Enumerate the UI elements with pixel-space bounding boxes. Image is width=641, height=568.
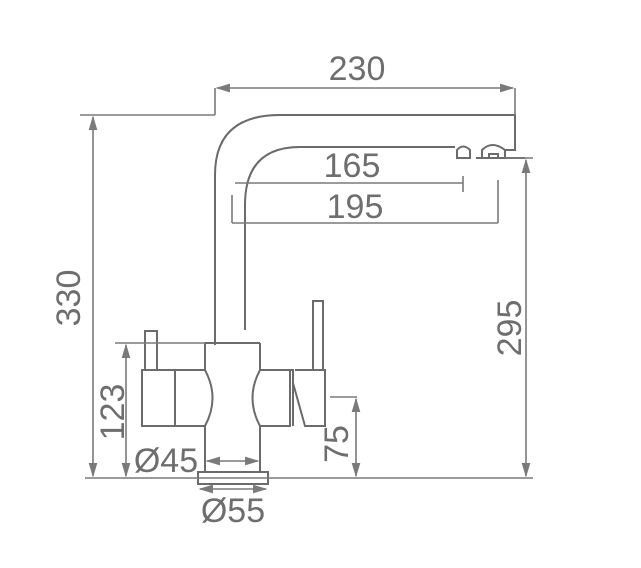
dim-295: 295 (330, 157, 533, 479)
dim-label-295: 295 (491, 300, 529, 357)
dim-label-123: 123 (94, 384, 132, 441)
dim-label-230: 230 (329, 50, 386, 88)
dim-d55: Ø55 (198, 484, 268, 530)
dim-75: 75 (318, 396, 361, 478)
dim-330: 330 (50, 114, 330, 479)
dim-label-330: 330 (50, 270, 88, 327)
dim-195: 195 (231, 180, 499, 226)
dim-label-165: 165 (324, 147, 381, 185)
dim-d45: Ø45 (134, 442, 260, 480)
aerator-tips (456, 144, 525, 159)
dim-230: 230 (214, 50, 516, 115)
dim-123: 123 (94, 342, 205, 478)
dim-label-d45: Ø45 (134, 442, 198, 480)
dim-label-d55: Ø55 (201, 492, 265, 530)
dim-label-195: 195 (327, 188, 384, 226)
dim-label-75: 75 (318, 425, 356, 463)
dim-165: 165 (235, 147, 464, 192)
